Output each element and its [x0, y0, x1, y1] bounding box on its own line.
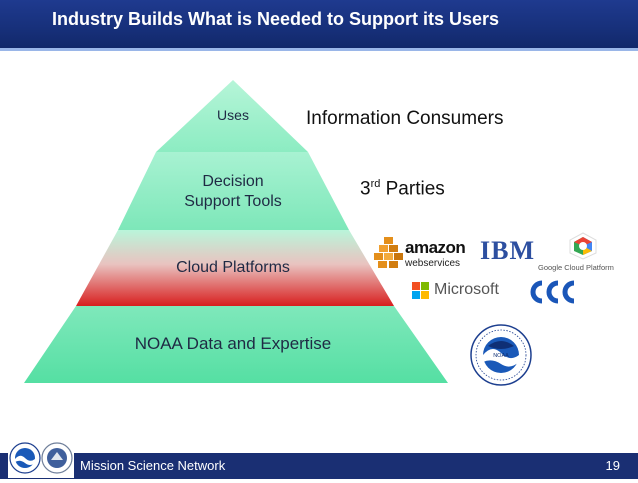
microsoft-wordmark: Microsoft — [434, 281, 499, 298]
tier-cloud-text: Cloud Platforms — [176, 259, 290, 276]
ccc-logo — [530, 280, 575, 304]
tier-label-noaa: NOAA Data and Expertise — [93, 334, 373, 354]
tier-label-uses: Uses — [183, 107, 283, 123]
tier-label-cloud: Cloud Platforms — [133, 259, 333, 277]
tier-label-decision: Decision Support Tools — [143, 172, 323, 212]
third-parties-number: 3 — [360, 178, 371, 200]
google-cloud-platform-logo: Google Cloud Platform — [538, 232, 628, 276]
tier-uses-text: Uses — [217, 107, 249, 123]
slide-footer — [0, 453, 638, 479]
page-number: 19 — [605, 458, 620, 473]
amazon-webservices-text: webservices — [405, 258, 461, 269]
third-parties-word: Parties — [380, 178, 445, 200]
footer-text: Mission Science Network — [80, 458, 226, 473]
amazon-wordmark: amazon — [405, 238, 466, 257]
microsoft-logo: Microsoft — [412, 281, 504, 301]
aws-boxes-icon — [374, 237, 403, 268]
third-parties-suffix: rd — [370, 178, 381, 190]
noaa-seal-text: NOAA — [493, 353, 509, 359]
microsoft-windows-icon — [412, 282, 429, 299]
google-cloud-platform-text: Google Cloud Platform — [538, 263, 614, 272]
tier-decision-line1: Decision — [202, 173, 264, 190]
slide-title: Industry Builds What is Needed to Suppor… — [52, 9, 500, 29]
footer-agency-seals-icon — [9, 442, 73, 474]
header-divider — [0, 48, 638, 51]
info-consumers-text: Information Consumers — [306, 108, 504, 129]
pyramid-tier-cloud-platforms — [76, 230, 394, 306]
ibm-logo: IBM — [480, 238, 534, 264]
tier-noaa-text: NOAA Data and Expertise — [134, 334, 332, 353]
noaa-seal-icon: NOAA — [470, 324, 532, 386]
ibm-wordmark: IBM — [480, 236, 535, 265]
pyramid-tier-decision-support — [118, 152, 349, 230]
info-consumers-label: Information Consumers — [306, 108, 503, 130]
slide-header: Industry Builds What is Needed to Suppor… — [0, 0, 638, 48]
footer-logos — [8, 438, 74, 478]
amazon-web-services-logo: amazon webservices — [374, 236, 474, 272]
pyramid-tier-noaa-data — [24, 306, 448, 383]
google-cloud-hexagon-icon — [569, 232, 597, 260]
tier-decision-line2: Support Tools — [184, 193, 282, 210]
third-parties-label: 3rd Parties — [360, 178, 445, 200]
pyramid-tier-uses — [156, 80, 308, 152]
